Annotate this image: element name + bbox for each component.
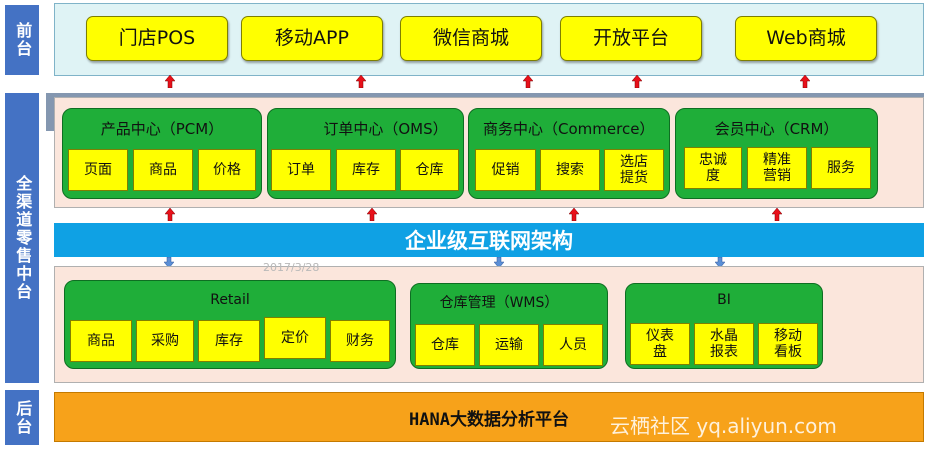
up-arrow-icon bbox=[800, 75, 810, 88]
item-label: 订单 bbox=[287, 161, 315, 178]
item-label: 页面 bbox=[84, 161, 112, 178]
up-arrow-icon bbox=[165, 208, 175, 221]
item-label: 运输 bbox=[495, 336, 523, 353]
backend-item: 库存 bbox=[198, 320, 260, 362]
item-label: 商品 bbox=[87, 332, 115, 349]
front-label-text: 前台 bbox=[13, 22, 33, 58]
center-item: 搜索 bbox=[540, 149, 600, 191]
center-item: 订单 bbox=[271, 149, 331, 191]
center-title: 商务中心（Commerce） bbox=[483, 120, 655, 138]
backend-item: 移动 看板 bbox=[758, 323, 818, 365]
center-item: 仓库 bbox=[400, 149, 459, 191]
center-item: 商品 bbox=[133, 149, 193, 191]
front-label: 前台 bbox=[5, 5, 39, 75]
backend-item: 仓库 bbox=[415, 324, 475, 366]
down-arrow-icon bbox=[494, 257, 504, 268]
app-label: 微信商城 bbox=[432, 26, 509, 49]
center-item: 选店 提货 bbox=[604, 149, 664, 191]
app-box-pos: 门店POS bbox=[86, 16, 228, 61]
up-arrow-icon bbox=[165, 75, 175, 88]
center-title: 产品中心（PCM） bbox=[100, 120, 224, 138]
down-arrow-icon bbox=[164, 257, 174, 268]
app-label: Web商城 bbox=[766, 26, 846, 49]
item-label: 仓库 bbox=[415, 161, 444, 178]
backend-title: Retail bbox=[210, 292, 250, 308]
up-arrow-icon bbox=[523, 75, 533, 88]
center-item: 页面 bbox=[68, 149, 128, 191]
backend-item: 财务 bbox=[330, 320, 390, 362]
up-arrow-icon bbox=[632, 75, 642, 88]
item-label: 定价 bbox=[281, 329, 309, 346]
back-label: 后台 bbox=[5, 390, 39, 445]
bigdata-bar-text: HANA大数据分析平台 bbox=[409, 409, 569, 430]
date-watermark: 2017/3/28 bbox=[263, 261, 319, 274]
center-item: 精准 营销 bbox=[747, 147, 807, 189]
item-label: 价格 bbox=[213, 161, 241, 178]
backend-item: 运输 bbox=[479, 324, 539, 366]
item-label: 库存 bbox=[215, 332, 243, 349]
backend-item: 定价 bbox=[264, 317, 326, 359]
architecture-bar-text: 企业级互联网架构 bbox=[405, 229, 573, 253]
center-item: 忠诚 度 bbox=[684, 147, 742, 189]
item-label: 商品 bbox=[149, 161, 177, 178]
back-label-text: 后台 bbox=[13, 399, 33, 436]
backend-item: 人员 bbox=[543, 324, 603, 366]
item-label: 移动 看板 bbox=[774, 327, 802, 360]
center-item: 库存 bbox=[336, 149, 396, 191]
center-title: 会员中心（CRM） bbox=[714, 120, 839, 138]
down-arrow-icon bbox=[715, 257, 725, 268]
item-label: 人员 bbox=[559, 336, 587, 353]
item-label: 采购 bbox=[151, 332, 179, 349]
backend-item: 水晶 报表 bbox=[694, 323, 754, 365]
item-label: 仓库 bbox=[431, 336, 459, 353]
item-label: 库存 bbox=[352, 161, 380, 178]
item-label: 财务 bbox=[346, 332, 374, 349]
site-watermark-text: 云栖社区 yq.aliyun.com bbox=[610, 414, 837, 438]
app-box-web: Web商城 bbox=[735, 16, 877, 61]
up-arrow-icon bbox=[356, 75, 366, 88]
item-label: 服务 bbox=[827, 159, 855, 176]
center-item: 促销 bbox=[475, 149, 536, 191]
backend-item: 采购 bbox=[136, 320, 194, 362]
item-label: 选店 提货 bbox=[620, 153, 648, 186]
item-label: 水晶 报表 bbox=[710, 327, 738, 360]
app-label: 移动APP bbox=[275, 26, 349, 49]
up-arrow-icon bbox=[367, 208, 377, 221]
up-arrow-icon bbox=[569, 208, 579, 221]
item-label: 搜索 bbox=[556, 161, 584, 178]
app-box-openplatform: 开放平台 bbox=[560, 16, 702, 61]
item-label: 忠诚 度 bbox=[699, 151, 727, 184]
bigdata-bar: HANA大数据分析平台 bbox=[54, 392, 924, 442]
center-item: 价格 bbox=[198, 149, 256, 191]
app-label: 门店POS bbox=[118, 26, 196, 49]
app-label: 开放平台 bbox=[592, 26, 669, 49]
backend-item: 商品 bbox=[70, 320, 132, 362]
middle-label: 全渠道零售中台 bbox=[5, 93, 39, 383]
center-item: 服务 bbox=[811, 147, 871, 189]
site-watermark: 云栖社区 yq.aliyun.com bbox=[610, 410, 837, 439]
app-box-mobile: 移动APP bbox=[241, 16, 383, 61]
item-label: 促销 bbox=[491, 161, 520, 178]
backend-title: 仓库管理（WMS） bbox=[439, 295, 559, 311]
middle-label-text: 全渠道零售中台 bbox=[13, 175, 33, 301]
item-label: 仪表 盘 bbox=[646, 327, 674, 360]
up-arrow-icon bbox=[772, 208, 782, 221]
item-label: 精准 营销 bbox=[763, 151, 791, 184]
date-watermark-text: 2017/3/28 bbox=[263, 261, 320, 274]
center-title: 订单中心（OMS） bbox=[323, 120, 448, 138]
architecture-bar: 企业级互联网架构 bbox=[54, 223, 924, 257]
backend-title: BI bbox=[717, 292, 731, 308]
backend-item: 仪表 盘 bbox=[630, 323, 690, 365]
app-box-wechat: 微信商城 bbox=[400, 16, 542, 61]
